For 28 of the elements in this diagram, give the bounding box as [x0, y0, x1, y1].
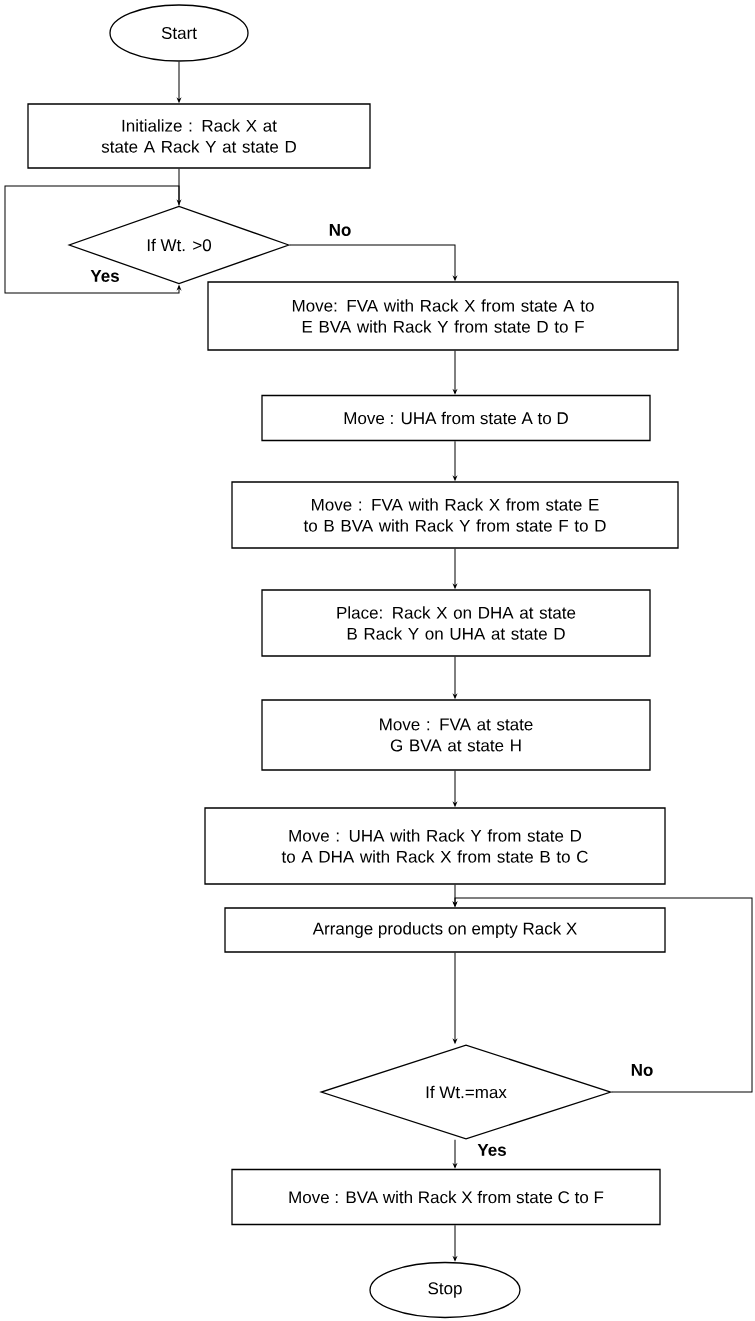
process-box: Move : FVA with Rack X from state E to B BVA with Rack Y from state F to D	[231, 481, 679, 549]
arrow	[453, 1139, 457, 1169]
process-box: Place: Rack X on DHA at state B Rack Y on UHA at state D	[261, 589, 651, 657]
edge-label: Yes	[476, 1143, 508, 1157]
arrow	[453, 1224, 457, 1262]
edge-label: No	[629, 1063, 655, 1077]
arrow	[453, 350, 457, 395]
arrow	[177, 61, 181, 103]
arrow	[453, 897, 753, 1093]
arrow	[177, 168, 181, 205]
arrow	[453, 952, 457, 1044]
stop-oval: Stop	[369, 1261, 521, 1319]
process-box: Move : BVA with Rack X from state C to F	[231, 1168, 661, 1226]
edge-label: No	[327, 223, 353, 237]
process-box: Arrange products on empty Rack X	[224, 907, 666, 953]
process-box: Move : FVA at state G BVA at state H	[261, 699, 651, 771]
process-box: Move : UHA from state A to D	[261, 394, 651, 442]
arrow	[289, 244, 457, 281]
start-oval: Start	[109, 4, 249, 62]
arrow	[453, 440, 457, 481]
arrow	[453, 656, 457, 699]
process-box: Move : UHA with Rack Y from state D to A DHA with Rack X from state B to C	[204, 807, 666, 885]
arrow	[4, 185, 181, 294]
edge-label: Yes	[89, 269, 121, 283]
process-box: Initialize : Rack X at state A Rack Y at state D	[27, 103, 371, 169]
process-box: Move: FVA with Rack X from state A to E BVA with Rack Y from state D to F	[207, 281, 679, 351]
arrow	[453, 770, 457, 807]
arrow	[453, 548, 457, 589]
